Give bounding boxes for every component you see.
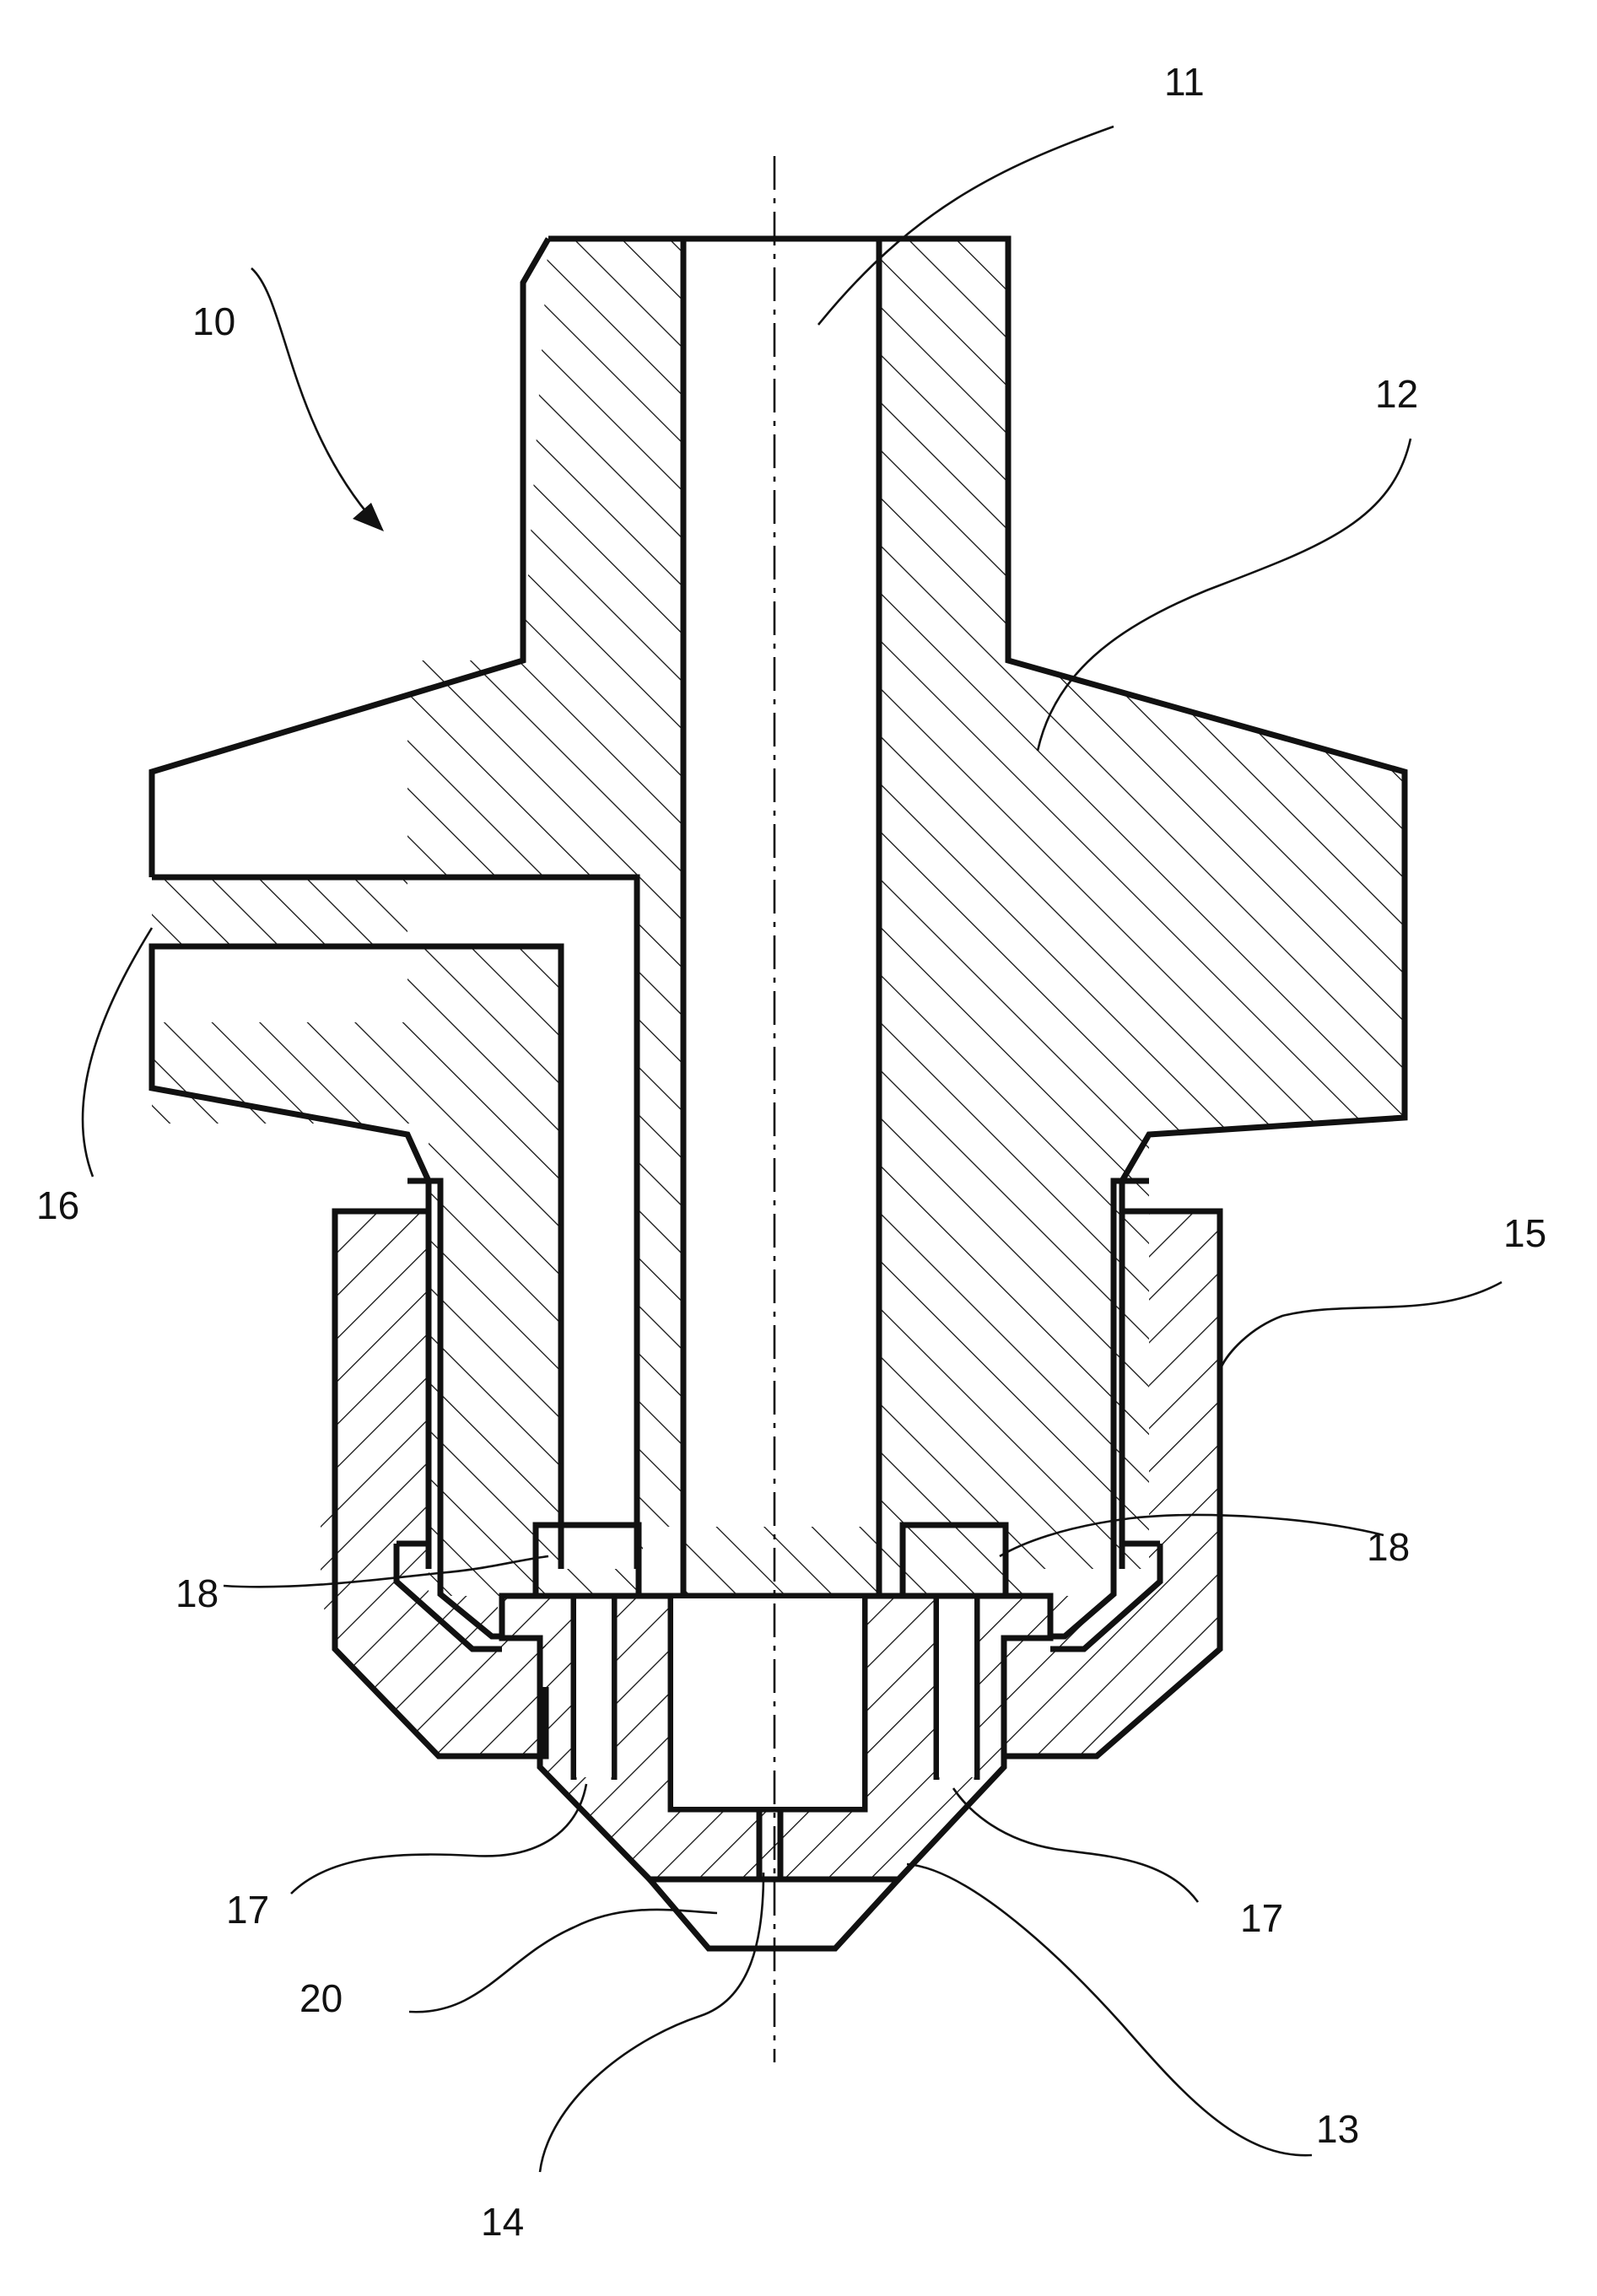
assembly-arrow-head bbox=[353, 503, 384, 531]
label-20: 20 bbox=[299, 1976, 343, 2020]
leader-15 bbox=[1222, 1282, 1502, 1366]
leader-17-right bbox=[953, 1788, 1198, 1902]
nozzle-bore-fill bbox=[673, 1598, 862, 1807]
label-12: 12 bbox=[1375, 372, 1418, 416]
label-15: 15 bbox=[1503, 1211, 1546, 1255]
feed-passage-right-fill bbox=[939, 1598, 974, 1777]
label-11: 11 bbox=[1164, 60, 1205, 104]
label-18-right: 18 bbox=[1367, 1525, 1410, 1569]
feed-passage-left-fill bbox=[576, 1598, 612, 1777]
assembly-arrow bbox=[251, 268, 375, 523]
label-17-left: 17 bbox=[226, 1888, 269, 1932]
label-17-right: 17 bbox=[1240, 1896, 1283, 1940]
leader-20 bbox=[409, 1910, 717, 2012]
label-18-left: 18 bbox=[175, 1571, 219, 1615]
leader-17-left bbox=[291, 1784, 586, 1894]
label-16: 16 bbox=[36, 1183, 79, 1227]
label-13: 13 bbox=[1316, 2107, 1359, 2151]
label-14: 14 bbox=[481, 2200, 524, 2244]
leader-16 bbox=[83, 928, 152, 1177]
leader-14 bbox=[540, 1873, 763, 2172]
label-10: 10 bbox=[192, 299, 235, 343]
